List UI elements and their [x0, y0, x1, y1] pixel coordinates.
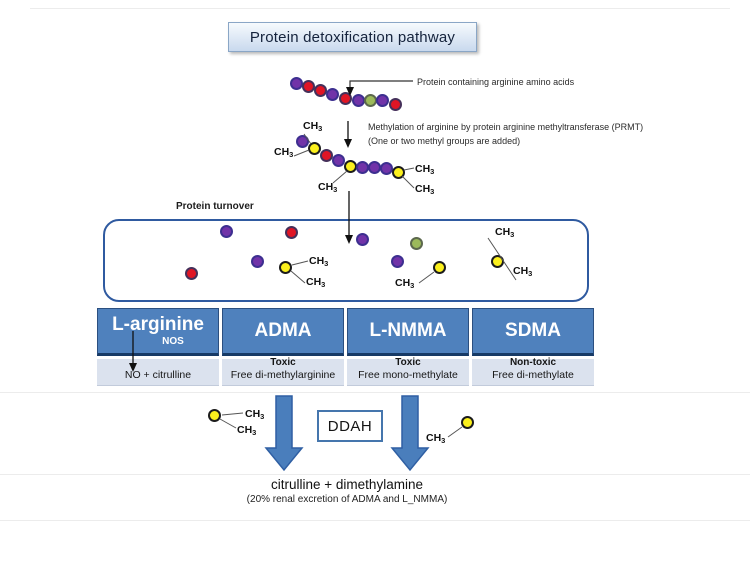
page-title-text: Protein detoxification pathway [249, 28, 456, 46]
header-cell-l-nmma: L-NMMA [347, 308, 469, 356]
free-amino-acid-purple [220, 225, 233, 238]
methylation-label-line1: Methylation of arginine by protein argin… [368, 122, 644, 132]
free-amino-acid-red [185, 267, 198, 280]
body-cell-sdma: Non-toxic Free di-methylate [472, 357, 594, 386]
header-cell-l-arginine: L-arginine NOS [97, 308, 219, 356]
ch3-label: CH3 [415, 163, 435, 176]
body-cell-l-nmma: Toxic Free mono-methylate [347, 357, 469, 386]
methylation-label-line2: (One or two methyl groups are added) [368, 136, 521, 146]
amino-acid-bead-red [389, 98, 402, 111]
big-arrow-adma [264, 395, 304, 472]
ch3-label: CH3 [513, 265, 533, 278]
header-cell-adma: ADMA [222, 308, 344, 356]
free-amino-acid-purple [251, 255, 264, 268]
pathway-table: L-arginine NOS ADMA L-NMMA SDMA NO + cit… [97, 308, 594, 386]
product-note: (20% renal excretion of ADMA and L_NMMA) [246, 494, 448, 505]
amino-acid-bead-purple [332, 154, 345, 167]
free-amino-acid-purple [356, 233, 369, 246]
free-amino-acid-red [285, 226, 298, 239]
ch3-label: CH3 [309, 255, 329, 268]
body-cell-adma: Toxic Free di-methylarginine [222, 357, 344, 386]
amino-acid-bead-arginine [339, 92, 352, 105]
ch3-connector [219, 418, 237, 429]
free-amino-acid-green [410, 237, 423, 250]
free-methylated-arginine [279, 261, 292, 274]
big-arrow-lnmma [390, 395, 430, 472]
ddah-enzyme-box: DDAH [317, 410, 383, 442]
amino-acid-bead-purple [296, 135, 309, 148]
ch3-label: CH3 [237, 424, 257, 437]
table-body-row: NO + citrulline Toxic Free di-methylargi… [97, 357, 594, 386]
ch3-connector [293, 149, 310, 157]
divider [0, 520, 750, 521]
amino-acid-bead-purple [326, 88, 339, 101]
protein-label: Protein containing arginine amino acids [417, 77, 575, 87]
ch3-label: CH3 [303, 120, 323, 133]
divider [0, 392, 750, 393]
protein-turnover-box [103, 219, 589, 302]
header-cell-sdma: SDMA [472, 308, 594, 356]
amino-acid-bead-red [320, 149, 333, 162]
ch3-connector [221, 412, 244, 416]
ch3-connector [447, 426, 463, 438]
pointer-line [349, 80, 413, 88]
methylated-arginine-bead [308, 142, 321, 155]
product-label: citrulline + dimethylamine [271, 477, 423, 492]
free-methylated-arginine [208, 409, 221, 422]
amino-acid-bead-purple [376, 94, 389, 107]
table-header-row: L-arginine NOS ADMA L-NMMA SDMA [97, 308, 594, 356]
page-title: Protein detoxification pathway [228, 22, 477, 52]
ch3-label: CH3 [306, 276, 326, 289]
body-cell-l-arginine: NO + citrulline [97, 359, 219, 386]
ch3-connector [403, 167, 415, 171]
amino-acid-bead-purple [290, 77, 303, 90]
ch3-connector [401, 175, 415, 189]
methylated-arginine-bead [392, 166, 405, 179]
ch3-label: CH3 [495, 226, 515, 239]
arrow-down-icon [344, 139, 352, 148]
ch3-label: CH3 [395, 277, 415, 290]
free-methylated-arginine [433, 261, 446, 274]
ch3-label: CH3 [318, 181, 338, 194]
free-methylated-arginine [491, 255, 504, 268]
ch3-label: CH3 [274, 146, 294, 159]
divider [0, 474, 750, 475]
free-amino-acid-purple [391, 255, 404, 268]
free-methylated-arginine [461, 416, 474, 429]
ch3-label: CH3 [415, 183, 435, 196]
ddah-label: DDAH [327, 417, 373, 435]
ch3-label: CH3 [245, 408, 265, 421]
protein-turnover-label: Protein turnover [176, 201, 254, 212]
nos-label: NOS [162, 336, 184, 347]
ch3-label: CH3 [426, 432, 446, 445]
product-text-block: citrulline + dimethylamine (20% renal ex… [197, 477, 497, 505]
divider [30, 8, 730, 9]
